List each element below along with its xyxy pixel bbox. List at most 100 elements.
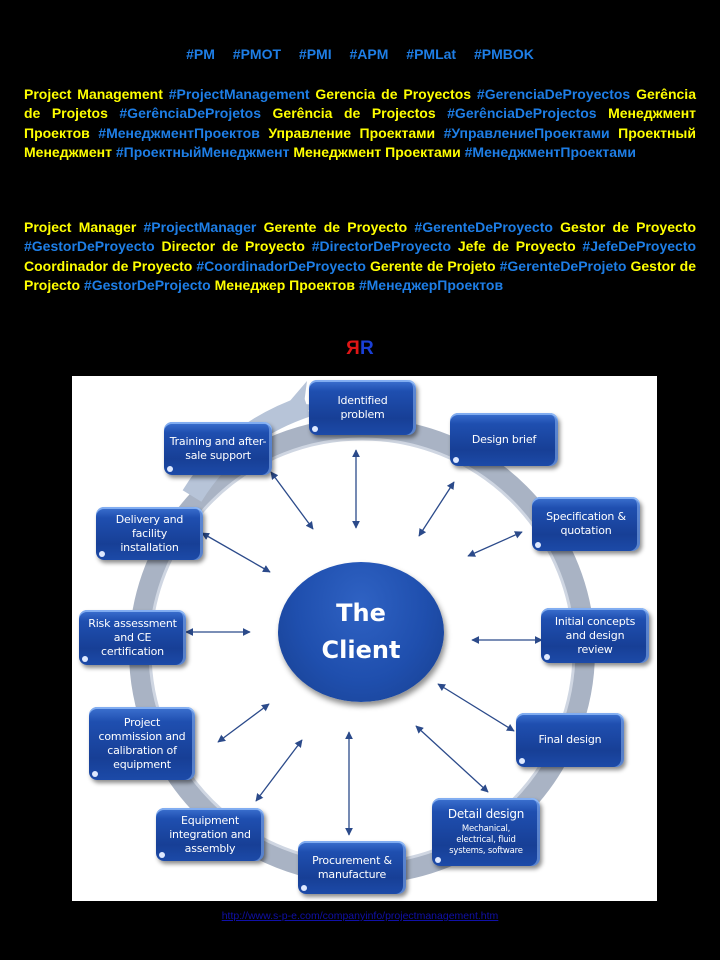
term: Jefe de Proyecto [457,238,576,255]
step-label: certification [101,644,164,658]
step-specification-quotation: Specification & quotation [532,497,640,551]
step-final-design: Final design [516,713,624,767]
term: Gestor de Projecto [24,257,697,294]
hashtag[interactable]: #GerenteDeProjeto [499,257,627,274]
term: Gerência de Projetos [24,86,696,122]
term: Gerente de Projeto [370,257,496,274]
step-identified-problem: Identified problem [309,380,416,435]
step-label: Design brief [471,432,537,446]
term: Gestor de Proyecto [560,219,697,235]
hashtag[interactable]: #PMI [298,46,332,62]
step-label: Delivery and facility [115,512,184,540]
step-design-brief: Design brief [450,413,558,466]
step-equipment-integration: Equipment integration and assembly [156,808,264,861]
hashtag-header: #PM #PMOT #PMI #APM #PMLat #PMBOK [0,46,720,62]
step-initial-concepts: Initial concepts and design review [541,608,649,663]
step-label: sale support [185,448,251,462]
step-label: installation [120,540,179,554]
hashtag[interactable]: #МенеджментПроектов [98,124,260,141]
step-label: problem [340,407,385,421]
step-detail-design: Detail design Mechanical, electrical, fl… [432,798,540,866]
logo-letter-left: R [346,338,360,359]
client-cycle-diagram: The Client Identified problem Design bri… [72,376,657,901]
arrow-detail-design [415,725,489,793]
step-label: calibration of [107,743,177,757]
hashtag[interactable]: #JefeDeProyecto [582,238,697,255]
hashtag[interactable]: #DirectorDeProyecto [311,238,452,255]
step-label: review [577,642,613,656]
term: Project Manager [24,219,137,235]
hashtag[interactable]: #PMLat [406,46,457,62]
pm-terms-paragraph: Project Management #ProjectManagement Ge… [24,85,696,163]
hashtag[interactable]: #PMOT [232,46,282,62]
term: Gerencia de Proyectos [315,86,472,102]
step-label: manufacture [317,867,387,881]
arrow-specification [467,531,523,557]
step-procurement-manufacture: Procurement & manufacture [298,841,406,894]
term: Менеджер Проектов [214,277,355,294]
hashtag[interactable]: #МенеджерПроектов [358,277,504,294]
term: Coordinador de Proyecto [24,257,193,274]
hashtag[interactable]: #ProjectManager [143,219,257,235]
hashtag[interactable]: #ПроектныйМенеджмент [115,144,290,161]
step-label: Procurement & [312,853,392,867]
step-label: Detail design [447,807,525,821]
step-label: commission and [98,729,186,743]
step-label: Final design [538,733,602,746]
step-label: Training and after- [169,434,267,448]
hashtag[interactable]: #МенеджментПроектами [464,144,636,161]
hashtag[interactable]: #PMBOK [473,46,534,62]
hashtag[interactable]: #GestorDeProjecto [83,277,211,294]
term: Gerência de Projectos [272,105,436,122]
step-label: and CE [113,630,152,644]
step-label: Risk assessment [88,616,177,630]
step-label: Initial concepts [554,614,636,628]
arrow-equipment [255,739,303,802]
step-project-commission: Project commission and calibration of eq… [89,707,195,780]
step-sublabel: electrical, fluid [456,835,516,845]
step-label: Project [123,715,161,729]
step-delivery-installation: Delivery and facility installation [96,507,203,560]
step-risk-assessment: Risk assessment and CE certification [79,610,186,665]
the-client-circle: The Client [278,562,444,702]
term: Проектный Менеджмент [24,124,696,161]
hashtag[interactable]: #ProjectManagement [168,86,310,102]
step-label: Equipment [181,813,239,827]
hashtag[interactable]: #APM [349,46,389,62]
step-label: Specification & [546,510,626,523]
connector-arrows [185,449,543,836]
hashtag[interactable]: #GestorDeProyecto [24,238,155,255]
hashtag[interactable]: #УправлениеПроектами [443,124,610,141]
step-label: integration and [169,827,251,841]
hashtag[interactable]: #PM [186,46,215,62]
step-label: equipment [113,757,171,771]
source-link[interactable]: http://www.s-p-e.com/companyinfo/project… [221,910,499,922]
logo-letter-right: R [360,338,374,359]
hashtag[interactable]: #GerênciaDeProjetos [119,105,262,122]
arrow-commission [217,703,270,743]
step-label: Identified [337,393,388,407]
step-label: quotation [560,524,612,537]
hashtag[interactable]: #GerênciaDeProjectos [447,105,597,122]
term: Менеджмент Проектов [24,105,697,141]
step-sublabel: Mechanical, [461,824,511,834]
term: Director de Proyecto [161,238,305,255]
step-label: assembly [184,841,236,855]
step-label: and design [565,628,625,642]
pm-roles-paragraph: Project Manager #ProjectManager Gerente … [24,218,696,296]
arrow-delivery [201,532,271,573]
step-sublabel: systems, software [449,846,523,856]
hashtag[interactable]: #CoordinadorDeProyecto [196,257,366,274]
client-line-1: The [336,599,386,627]
term: Управление Проектами [268,124,436,141]
rr-logo: RR [0,338,720,360]
arrow-design-brief [418,481,455,537]
step-training-support: Training and after- sale support [164,422,272,475]
term: Project Management [24,86,163,102]
hashtag[interactable]: #GerenciaDeProyectos [476,86,631,102]
hashtag[interactable]: #GerenteDeProyecto [414,219,553,235]
arrow-training [270,471,314,530]
term: Gerente de Proyecto [263,219,408,235]
arrow-final-design [437,683,515,732]
client-line-2: Client [321,636,401,664]
